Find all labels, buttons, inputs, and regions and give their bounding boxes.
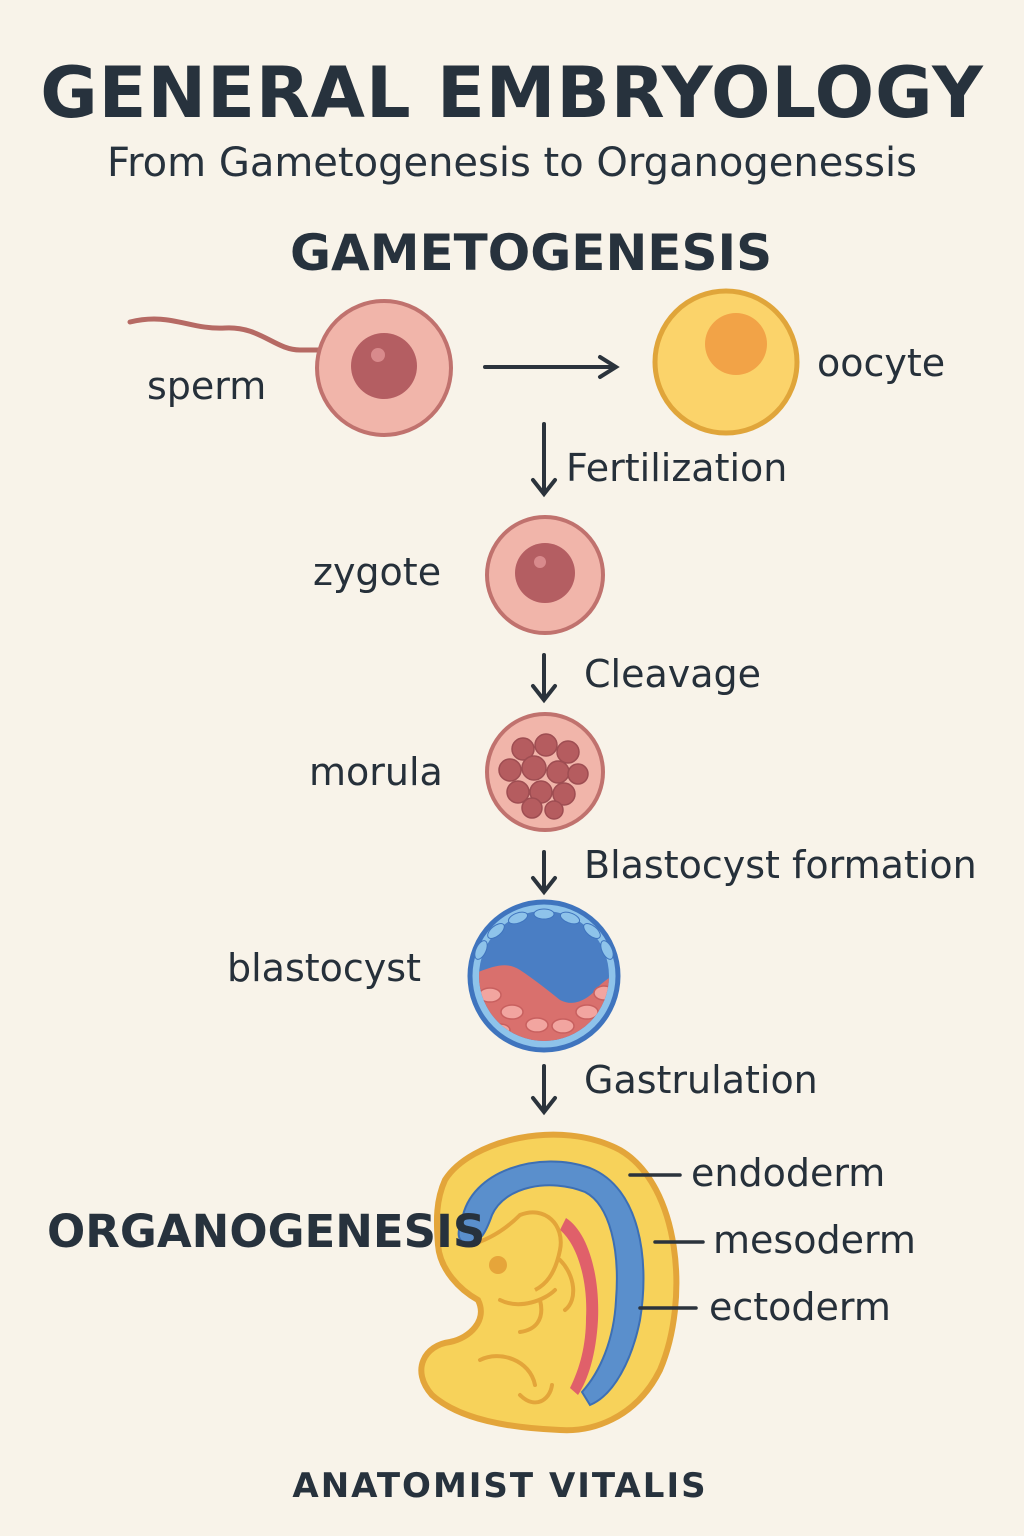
label-ectoderm: ectoderm: [709, 1285, 891, 1329]
oocyte-cell: [652, 288, 800, 436]
arrow-right-icon: [483, 355, 620, 379]
embryo-illustration: [418, 1131, 680, 1434]
morula-cell: [485, 712, 605, 832]
arrow-down-icon: [531, 850, 557, 896]
sperm-cell: [315, 299, 453, 437]
credit: ANATOMIST VITALIS: [292, 1466, 708, 1506]
zygote-cell: [485, 515, 605, 635]
label-endoderm: endoderm: [691, 1151, 886, 1195]
germ-layer-leader-lines: [628, 1173, 705, 1310]
label-morula: morula: [309, 750, 443, 794]
label-blastocyst: blastocyst: [227, 946, 421, 990]
page-title: GENERAL EMBRYOLOGY: [40, 52, 984, 134]
step-cleavage: Cleavage: [584, 652, 762, 696]
step-blastocyst-formation: Blastocyst formation: [584, 843, 977, 887]
label-zygote: zygote: [313, 550, 442, 594]
label-mesoderm: mesoderm: [713, 1218, 916, 1262]
page-subtitle: From Gametogenesis to Organogenessis: [107, 140, 917, 186]
sperm-tail: [127, 316, 325, 353]
arrow-down-icon: [531, 653, 557, 704]
section-gametogenesis: GAMETOGENESIS: [290, 224, 773, 282]
arrow-down-icon: [531, 422, 557, 498]
blastocyst-cell: [467, 899, 621, 1053]
step-fertilization: Fertilization: [566, 446, 788, 490]
step-gastrulation: Gastrulation: [584, 1058, 818, 1102]
label-sperm: sperm: [147, 364, 267, 408]
label-oocyte: oocyte: [817, 341, 946, 385]
arrow-down-icon: [531, 1064, 557, 1116]
section-organogenesis: ORGANOGENESIS: [47, 1205, 486, 1258]
